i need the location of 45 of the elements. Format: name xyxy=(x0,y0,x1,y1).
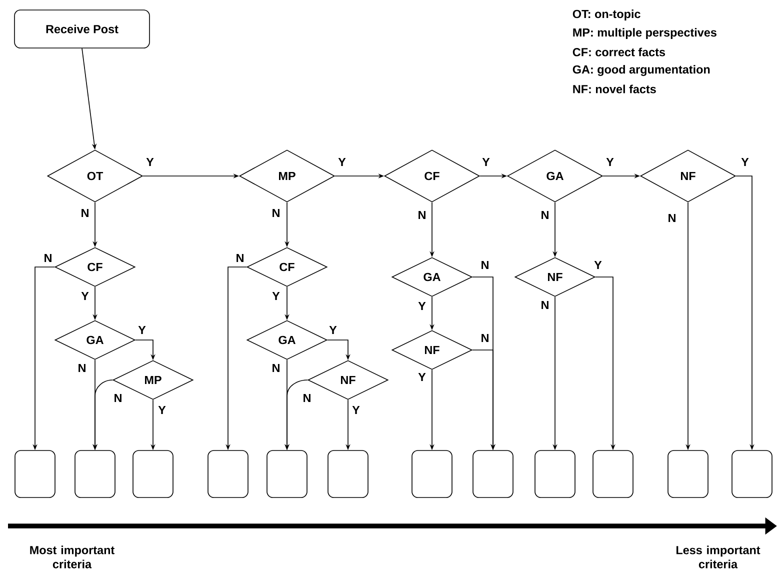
outcome-box xyxy=(472,450,514,498)
outcome-box xyxy=(14,450,56,498)
edge-label: Y xyxy=(416,372,428,382)
edge-label: N xyxy=(234,252,246,264)
start-box: Receive Post xyxy=(14,10,150,48)
edge-label: N xyxy=(666,212,678,224)
edge-label: Y xyxy=(336,156,348,168)
outcome-box xyxy=(208,450,248,498)
outcome-box xyxy=(412,450,452,498)
edge-label: N xyxy=(480,332,490,344)
abbreviation-note: CF: correct facts xyxy=(572,48,666,56)
edge-label: N xyxy=(416,210,428,220)
edge-label: N xyxy=(42,252,54,264)
edge-label: Y xyxy=(156,404,168,416)
edge-label: N xyxy=(80,208,90,218)
outcome-box xyxy=(534,450,576,498)
outcome-box xyxy=(328,450,368,498)
outcome-box xyxy=(132,450,174,498)
edge-label: N xyxy=(270,362,282,374)
outcome-box xyxy=(266,450,308,498)
edge-label: Y xyxy=(416,300,428,312)
edge-label: Y xyxy=(740,156,750,168)
edge-label: N xyxy=(540,300,550,310)
outcome-box xyxy=(592,450,634,498)
axis-label: Less important criteria xyxy=(676,546,760,568)
abbreviation-note: NF: novel facts xyxy=(573,84,656,94)
edge-label: Y xyxy=(350,404,362,416)
edge-label: Y xyxy=(136,324,148,336)
edge-label: Y xyxy=(80,290,90,302)
edge-label: N xyxy=(270,208,282,218)
abbreviation-note: OT: on-topic xyxy=(572,10,640,20)
outcome-box xyxy=(74,450,116,498)
edge-label: Y xyxy=(144,156,156,168)
edge-label: Y xyxy=(328,324,338,336)
edge-label: Y xyxy=(270,290,282,302)
abbreviation-note: MP: multiple perspectives xyxy=(573,28,716,39)
outcome-box xyxy=(668,450,708,498)
abbreviation-note: GA: good argumentation xyxy=(572,65,710,76)
edge-label: Y xyxy=(604,156,616,168)
axis-label: Most important criteria xyxy=(30,546,114,568)
edge-label: N xyxy=(540,210,550,220)
outcome-box xyxy=(732,450,772,498)
edge-label: Y xyxy=(480,156,492,168)
edge-label: N xyxy=(76,362,88,374)
edge-label: N xyxy=(480,260,490,270)
